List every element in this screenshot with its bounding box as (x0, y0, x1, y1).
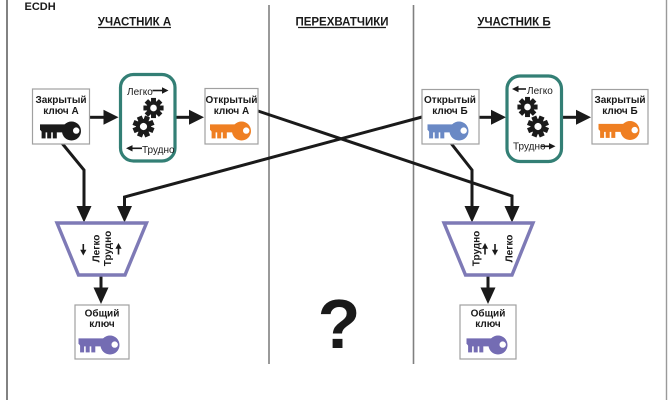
svg-text:УЧАСТНИК Б: УЧАСТНИК Б (477, 17, 550, 29)
svg-text:Общий: Общий (471, 308, 506, 320)
svg-text:Трудно: Трудно (513, 142, 546, 153)
svg-text:?: ? (318, 285, 361, 363)
svg-text:ключ: ключ (89, 319, 115, 330)
svg-text:Открытый: Открытый (424, 95, 476, 106)
svg-text:Легко: Легко (92, 235, 103, 263)
svg-text:ключ А: ключ А (43, 106, 78, 117)
svg-text:Закрытый: Закрытый (35, 95, 86, 106)
svg-text:Легко: Легко (127, 87, 153, 98)
svg-text:Легко: Легко (505, 235, 516, 263)
svg-text:ключ Б: ключ Б (432, 106, 467, 117)
svg-text:Трудно: Трудно (472, 231, 483, 267)
svg-text:Трудно: Трудно (142, 145, 175, 156)
svg-text:ключ А: ключ А (214, 106, 249, 117)
svg-text:Трудно: Трудно (103, 231, 114, 267)
svg-text:ПЕРЕХВАТЧИКИ: ПЕРЕХВАТЧИКИ (295, 17, 388, 29)
svg-text:УЧАСТНИК А: УЧАСТНИК А (98, 17, 171, 29)
svg-text:ключ Б: ключ Б (602, 106, 637, 117)
svg-text:Открытый: Открытый (206, 95, 258, 106)
svg-text:Общий: Общий (85, 308, 120, 320)
svg-text:ключ: ключ (475, 319, 501, 330)
svg-text:Закрытый: Закрытый (594, 95, 645, 106)
svg-text:ECDH: ECDH (25, 1, 56, 13)
svg-text:Легко: Легко (527, 86, 553, 97)
